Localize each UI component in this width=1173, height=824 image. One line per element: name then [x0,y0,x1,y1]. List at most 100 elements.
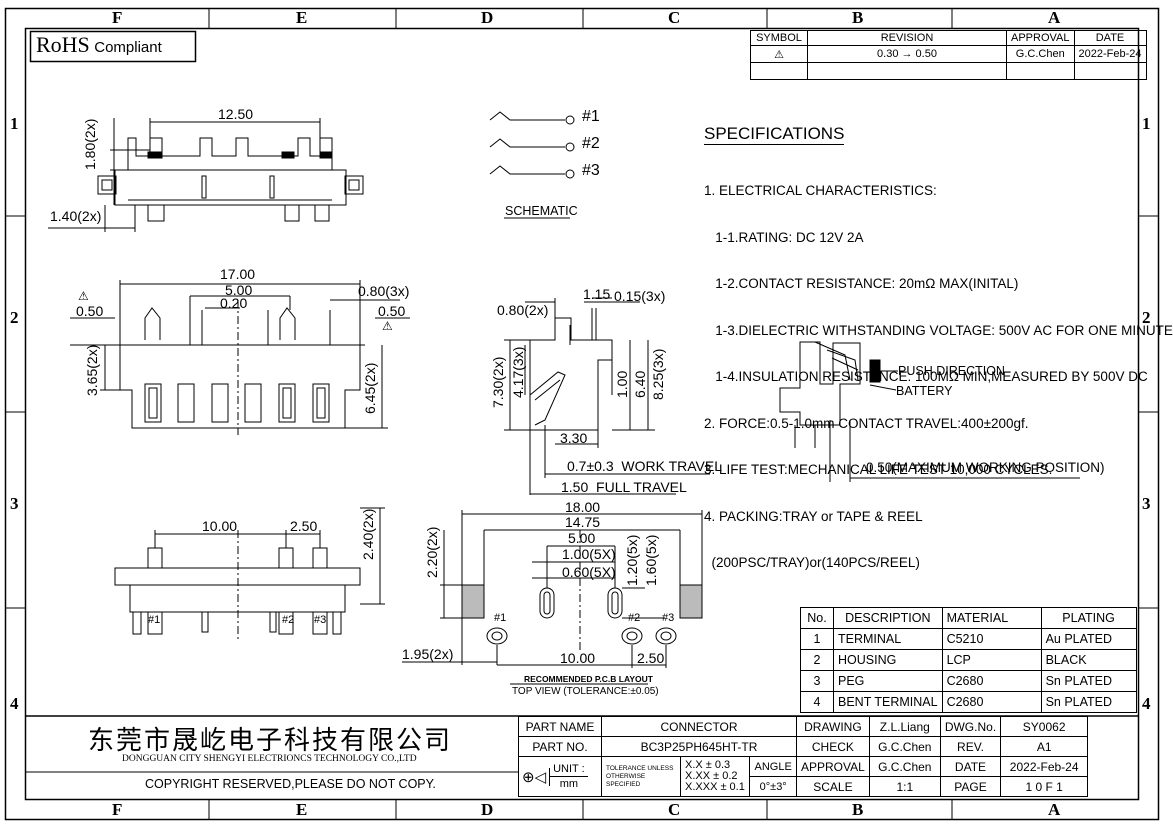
dim-front-365: 3.65(2x) [84,344,100,396]
tolerance-label: TOLERANCE UNLESS OTHERWISE SPECIFIED [601,756,681,797]
dim-front-050-right: 0.50 [378,303,406,319]
bom-mat: C5210 [941,628,1042,650]
dim-pcb-120: 1.20(5x) [624,534,640,586]
bom-mat: LCP [941,649,1042,671]
zone-col-f-bottom: F [112,800,123,819]
drawing-value: Z.L.Liang [868,716,941,737]
spec-line: 4. PACKING:TRAY or TAPE & REEL [704,508,923,524]
bom-plat: Au PLATED [1040,628,1137,650]
dim-pcb-18: 18.00 [565,499,601,515]
scale-value: 1:1 [868,776,941,797]
dim-top-width: 12.50 [218,106,254,122]
rev-date: 2022-Feb-24 [1073,45,1147,63]
scale-label: SCALE [796,776,870,797]
bom-desc: TERMINAL [833,628,943,650]
dim-side-825: 8.25(3x) [650,348,666,400]
projection-symbol-icon: ⊕◁ [519,767,551,786]
spec-line: 1-2.CONTACT RESISTANCE: 20mΩ MAX(INITAL) [704,276,1019,291]
spec-line: 1-1.RATING: DC 12V 2A [704,229,864,245]
dim-front-050-left: 0.50 [76,303,104,319]
rev-header-date: DATE [1073,30,1147,46]
tol-xx: X.XX ± 0.2 [685,770,738,782]
bom-desc: HOUSING [833,649,943,671]
dim-side-work-travel: 0.7±0.3 WORK TRAVEL [567,458,722,474]
dim-pcb-220: 2.20(2x) [424,526,440,578]
dim-side-full-travel: 1.50 FULL TRAVEL [561,479,687,495]
rev-label: REV. [939,736,1002,757]
approval-value: G.C.Chen [868,756,941,777]
dim-pcb-25: 2.50 [637,650,665,666]
dim-pcb-1475: 14.75 [565,514,601,530]
pcb-pin-3: #3 [662,612,675,624]
rev-header-approval: APPROVAL [1006,30,1075,46]
bom-header-material: MATERIAL [941,607,1042,629]
drawing-label: DRAWING [796,716,870,737]
bom-no: 2 [800,649,834,671]
approval-label: APPROVAL [796,756,870,777]
pcb-pin-1: #1 [494,612,507,624]
schematic-label: SCHEMATIC [505,204,578,218]
bom-mat: C2680 [941,691,1042,713]
bom-plat: Sn PLATED [1040,670,1137,692]
zone-row-3-left: 3 [10,494,19,513]
check-value: G.C.Chen [868,736,941,757]
dim-bottom-24: 2.40(2x) [360,508,376,560]
part-no-label: PART NO. [518,736,602,757]
check-label: CHECK [796,736,870,757]
bom-no: 1 [800,628,834,650]
zone-col-c-bottom: C [668,800,681,819]
dwgno-label: DWG.No. [939,716,1002,737]
dim-pcb-195: 1.95(2x) [402,646,454,662]
dim-front-645: 6.45(2x) [362,362,378,414]
unit-label: UNIT : [550,762,588,777]
bottom-pin-1: #1 [148,614,161,626]
spec-list: 1. ELECTRICAL CHARACTERISTICS: 1-1.RATIN… [704,152,1173,586]
bom-mat: C2680 [941,670,1042,692]
rev-header-revision: REVISION [807,30,1007,46]
zone-row-1-right: 1 [1142,114,1151,133]
dim-top-height: 1.80(2x) [82,118,98,170]
bom-desc: PEG [833,670,943,692]
pcb-caption-2: TOP VIEW (TOLERANCE:±0.05) [512,686,659,697]
spec-line: 3. LIFE TEST:MECHANICAL LIFE TEST 10,000… [704,462,1053,477]
rev-header-symbol: SYMBOL [750,30,808,46]
angle-label: ANGLE [749,756,797,777]
dim-front-5: 5.00 [225,282,253,298]
zone-row-4-left: 4 [10,694,19,713]
warning-icon: ⚠ [382,319,393,333]
dim-pcb-10: 10.00 [560,650,596,666]
spec-title: SPECIFICATIONS [704,124,845,145]
bom-header-plating: PLATING [1040,607,1137,629]
zone-row-3-right: 3 [1142,494,1151,513]
zone-col-d-top: D [481,8,494,27]
bom-desc: BENT TERMINAL [833,691,943,713]
unit-value: mm [559,778,579,790]
zone-row-1-left: 1 [10,114,19,133]
spec-line: 1-3.DIELECTRIC WITHSTANDING VOLTAGE: 500… [704,322,1173,338]
dim-side-080: 0.80(2x) [497,302,549,318]
battery-label: BATTERY [896,384,953,398]
pcb-pin-2: #2 [628,612,641,624]
date-value: 2022-Feb-24 [1000,756,1089,777]
page-value: 1 0 F 1 [1000,776,1089,797]
pcb-caption-1: RECOMMENDED P.C.B LAYOUT [524,674,653,684]
dim-side-730: 7.30(2x) [490,356,506,408]
bom-header-description: DESCRIPTION [833,607,943,629]
dim-pcb-060: 0.60(5X) [562,564,616,580]
dim-pcb-100: 1.00(5X) [562,546,616,562]
dim-bottom-25: 2.50 [290,518,318,534]
bottom-pin-3: #3 [314,614,327,626]
dim-front-17: 17.00 [220,266,256,282]
spec-line: 2. FORCE:0.5-1.0mm CONTACT TRAVEL:400±20… [704,415,1029,431]
projection-cell: ⊕◁ UNIT : mm [518,756,602,797]
bom-no: 3 [800,670,834,692]
dim-top-left: 1.40(2x) [50,208,102,224]
copyright-notice: COPYRIGHT RESERVED,PLEASE DO NOT COPY. [145,777,436,791]
schematic-pin-1: #1 [582,108,600,125]
dim-side-015: 0.15(3x) [614,288,666,304]
rohs-badge: RoHS Compliant [36,32,162,58]
tol-xxx: X.XXX ± 0.1 [685,781,745,793]
bom-no: 4 [800,691,834,713]
